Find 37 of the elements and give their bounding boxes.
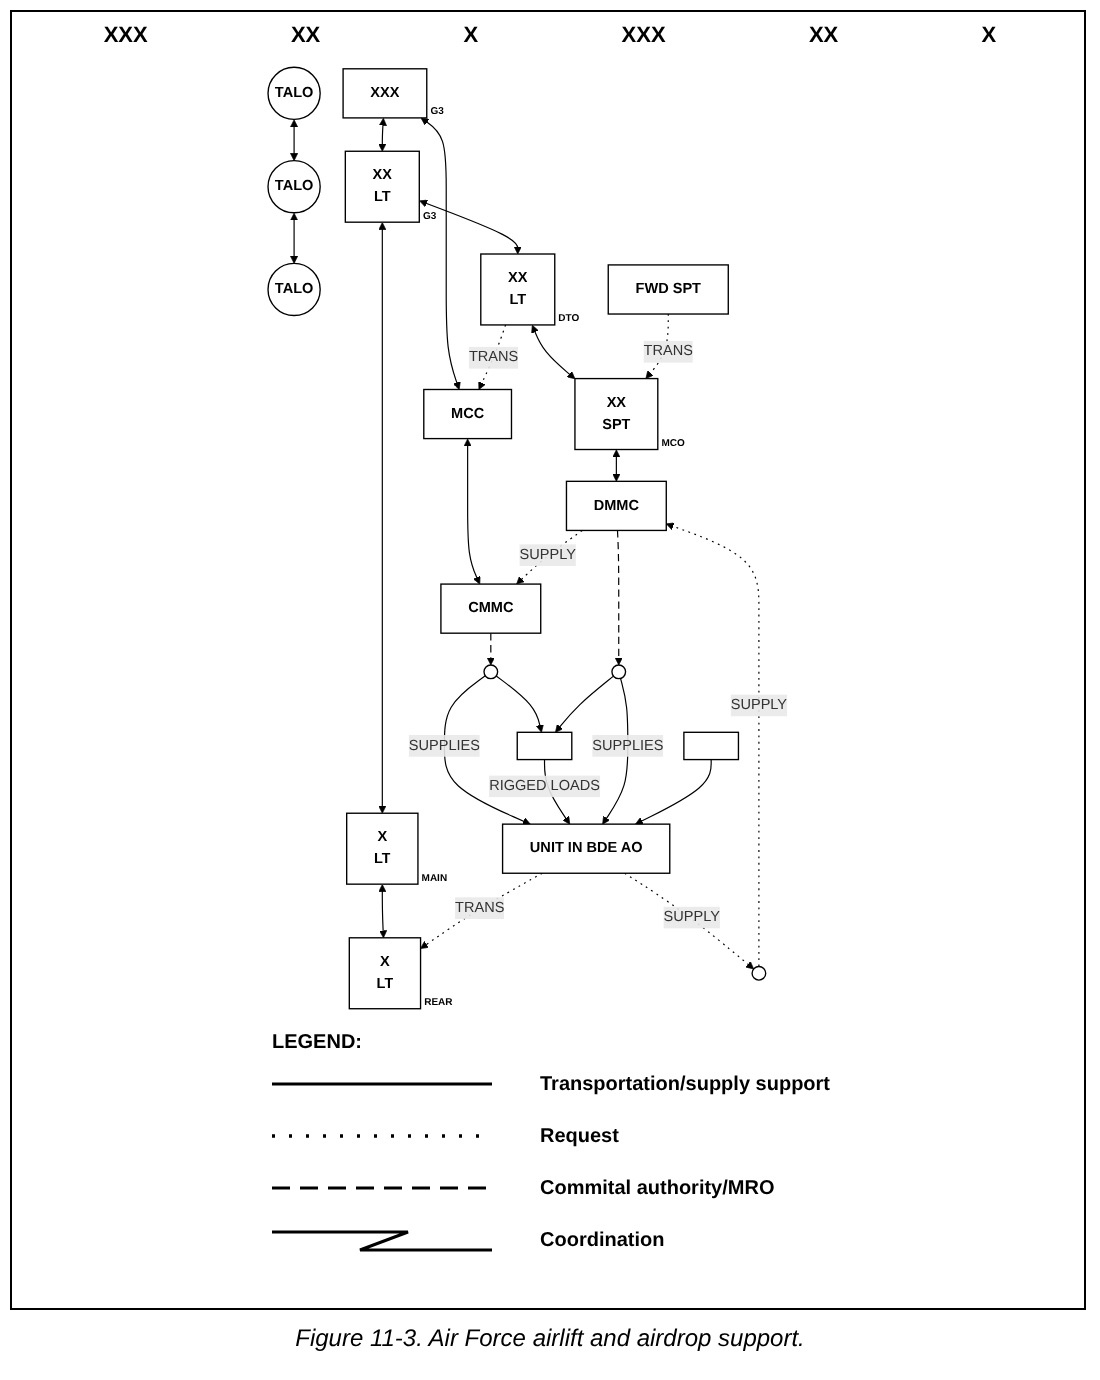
echelon-label: XX	[808, 24, 839, 52]
node-circle	[483, 664, 499, 680]
echelon-label: XX	[290, 24, 321, 52]
arrow	[463, 438, 481, 585]
arrow	[290, 212, 299, 264]
arrow	[378, 117, 387, 152]
legend-heading: LEGEND:	[272, 1032, 362, 1054]
node-box	[683, 731, 740, 761]
legend-text: Commital authority/MRO	[540, 1177, 775, 1199]
arrow	[290, 119, 299, 161]
node-circle	[611, 664, 627, 680]
arrow	[495, 675, 544, 733]
arrow	[531, 324, 576, 380]
legend-text: Coordination	[540, 1229, 665, 1251]
echelon-label: XXX	[621, 24, 666, 52]
legend-text: Transportation/supply support	[540, 1073, 831, 1095]
figure-caption: Figure 11-3. Air Force airlift and airdrop support.	[293, 1324, 807, 1352]
arrow	[555, 675, 615, 733]
echelon-label: X	[463, 24, 479, 52]
arrow	[420, 117, 461, 390]
echelon-label: XXX	[103, 24, 148, 52]
node-box	[516, 731, 573, 761]
arrow	[378, 884, 388, 939]
arrow	[612, 449, 621, 482]
arrow	[378, 222, 387, 814]
arrow	[665, 522, 760, 968]
arrow	[624, 872, 754, 970]
arrow	[614, 529, 623, 666]
arrow	[486, 632, 495, 666]
node-circle	[751, 965, 767, 981]
legend-text: Request	[540, 1125, 619, 1147]
arrow	[420, 872, 543, 949]
arrow	[635, 759, 712, 825]
arrow	[516, 529, 583, 585]
arrow	[419, 199, 522, 255]
arrow	[443, 675, 531, 825]
echelon-label: X	[981, 24, 997, 52]
